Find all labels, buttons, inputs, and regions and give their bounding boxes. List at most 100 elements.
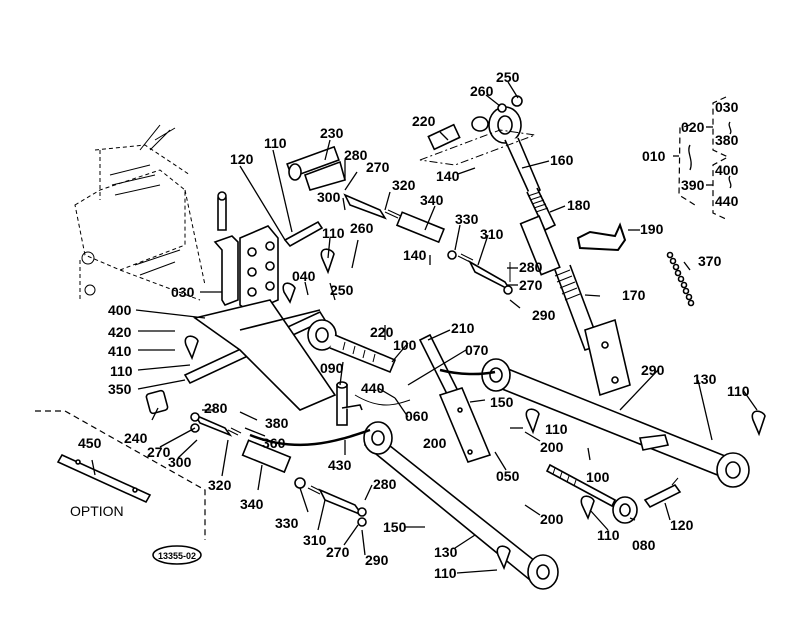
callout-270: 270 bbox=[519, 277, 543, 293]
callout-450: 450 bbox=[78, 435, 102, 451]
callout-310: 310 bbox=[303, 532, 327, 548]
callout-110: 110 bbox=[110, 363, 133, 379]
callout-270: 270 bbox=[366, 159, 390, 175]
callout-190: 190 bbox=[640, 221, 664, 237]
callout-300: 300 bbox=[168, 454, 192, 470]
callout-140: 140 bbox=[403, 247, 427, 263]
callout-430: 430 bbox=[328, 457, 352, 473]
option-label: OPTION bbox=[70, 503, 124, 519]
callout-080: 080 bbox=[632, 537, 656, 553]
callout-090: 090 bbox=[320, 360, 344, 376]
callout-280: 280 bbox=[344, 147, 368, 163]
drawing-code: 13355-02 bbox=[158, 551, 196, 561]
cross-shaft-350 bbox=[183, 299, 397, 411]
callout-230: 230 bbox=[320, 125, 344, 141]
callout-110: 110 bbox=[545, 421, 568, 437]
callout-200: 200 bbox=[423, 435, 447, 451]
spring-clip-190 bbox=[576, 222, 627, 252]
callout-070: 070 bbox=[465, 342, 489, 358]
callout-340: 340 bbox=[240, 496, 264, 512]
callout-110: 110 bbox=[727, 383, 750, 399]
tree-group-b-to-440: 440 bbox=[715, 193, 739, 209]
callout-200: 200 bbox=[540, 511, 564, 527]
callout-260: 260 bbox=[470, 83, 494, 99]
callout-280: 280 bbox=[519, 259, 543, 275]
hinge-bracket-230 bbox=[286, 145, 346, 191]
callout-150: 150 bbox=[383, 519, 407, 535]
pin-120-upper bbox=[283, 220, 324, 248]
chain-wire-070 bbox=[439, 368, 496, 376]
tree-group-b-390: 390 bbox=[681, 177, 705, 193]
callout-290: 290 bbox=[365, 552, 389, 568]
callout-110: 110 bbox=[322, 225, 345, 241]
callout-290: 290 bbox=[532, 307, 556, 323]
tree-group-a-to-380: 380 bbox=[715, 132, 739, 148]
lift-bracket-030 bbox=[213, 191, 279, 313]
callout-110: 110 bbox=[264, 135, 287, 151]
callout-160: 160 bbox=[550, 152, 574, 168]
callout-350: 350 bbox=[108, 381, 132, 397]
callout-050: 050 bbox=[496, 468, 520, 484]
callout-labels: 250 260 220 140 160 230 110 120 280 270 … bbox=[78, 69, 750, 581]
callout-200: 200 bbox=[540, 439, 564, 455]
lift-rod-upper bbox=[343, 193, 513, 295]
callout-130: 130 bbox=[693, 371, 717, 387]
assembly-tree bbox=[673, 96, 732, 221]
callout-370: 370 bbox=[698, 253, 722, 269]
drawing-code-badge: 13355-02 bbox=[152, 545, 202, 565]
callout-210: 210 bbox=[451, 320, 475, 336]
callout-110: 110 bbox=[597, 527, 620, 543]
lower-link-left-130 bbox=[363, 421, 559, 590]
callout-420: 420 bbox=[108, 324, 132, 340]
option-plate-450 bbox=[56, 453, 152, 504]
tree-group-b-from-400: 400 bbox=[715, 162, 739, 178]
check-chain-210-050 bbox=[418, 333, 492, 463]
callout-220: 220 bbox=[370, 324, 394, 340]
linch-pins-110 bbox=[184, 248, 766, 571]
callout-110: 110 bbox=[434, 565, 457, 581]
leader-lines bbox=[91, 81, 758, 574]
callout-280: 280 bbox=[373, 476, 397, 492]
callout-320: 320 bbox=[392, 177, 416, 193]
callout-120: 120 bbox=[230, 151, 254, 167]
callout-260: 260 bbox=[350, 220, 374, 236]
bushing-240 bbox=[145, 389, 169, 415]
callout-060: 060 bbox=[405, 408, 429, 424]
callout-130: 130 bbox=[434, 544, 458, 560]
callout-180: 180 bbox=[567, 197, 591, 213]
callout-330: 330 bbox=[275, 515, 299, 531]
callout-150: 150 bbox=[490, 394, 514, 410]
callout-440: 440 bbox=[361, 380, 385, 396]
callout-380: 380 bbox=[265, 415, 289, 431]
option-boundary bbox=[35, 410, 206, 540]
stabilizer-pin-430 bbox=[336, 381, 363, 426]
callout-270: 270 bbox=[326, 544, 350, 560]
rod-440 bbox=[354, 394, 411, 406]
callout-310: 310 bbox=[480, 226, 504, 242]
callout-320: 320 bbox=[208, 477, 232, 493]
callout-340: 340 bbox=[420, 192, 444, 208]
callout-330: 330 bbox=[455, 211, 479, 227]
callout-100: 100 bbox=[393, 337, 417, 353]
callout-280: 280 bbox=[204, 400, 228, 416]
callout-410: 410 bbox=[108, 343, 132, 359]
callout-120: 120 bbox=[670, 517, 694, 533]
callout-250: 250 bbox=[330, 282, 354, 298]
callout-360: 360 bbox=[262, 435, 286, 451]
top-link-assembly bbox=[488, 106, 631, 397]
tractor-body-ghost bbox=[74, 124, 206, 301]
callout-030: 030 bbox=[171, 284, 195, 300]
callout-100: 100 bbox=[586, 469, 610, 485]
callout-170: 170 bbox=[622, 287, 646, 303]
tree-group-a-020: 020 bbox=[681, 119, 705, 135]
lift-rod-lower bbox=[190, 412, 367, 527]
lower-link-right-130 bbox=[481, 358, 750, 488]
leveling-rod-080 bbox=[545, 463, 638, 524]
pin-120-lower bbox=[643, 477, 682, 509]
callout-150: 290 bbox=[641, 362, 665, 378]
chain-370 bbox=[666, 251, 695, 307]
tree-group-a-from-030: 030 bbox=[715, 99, 739, 115]
callout-270: 270 bbox=[147, 444, 171, 460]
